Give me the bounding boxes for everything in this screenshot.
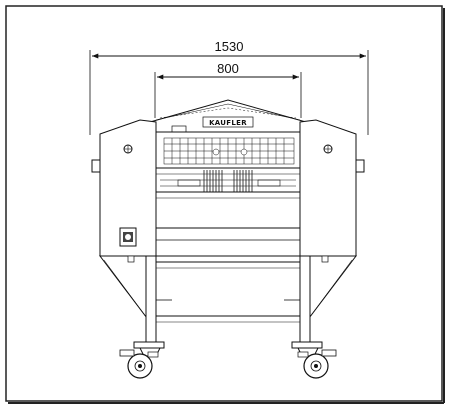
rollers — [203, 170, 253, 192]
right-cabinet — [299, 119, 357, 257]
right-leg — [299, 255, 311, 343]
machine-front-view: KAUFLER — [91, 99, 365, 379]
left-caster-wheel-icon — [119, 341, 165, 379]
dimension-overall-width: 1530 — [89, 39, 369, 135]
brand-plate — [202, 116, 254, 128]
drawing-border — [5, 5, 443, 402]
dimension-label-inner: 800 — [217, 61, 239, 76]
left-leg — [145, 255, 157, 343]
brand-label: KAUFLER — [209, 119, 247, 127]
screen-grid — [163, 137, 295, 165]
dimension-inner-width: 800 — [154, 61, 302, 118]
right-caster-wheel-icon — [291, 341, 337, 379]
dimension-label-overall: 1530 — [215, 39, 244, 54]
